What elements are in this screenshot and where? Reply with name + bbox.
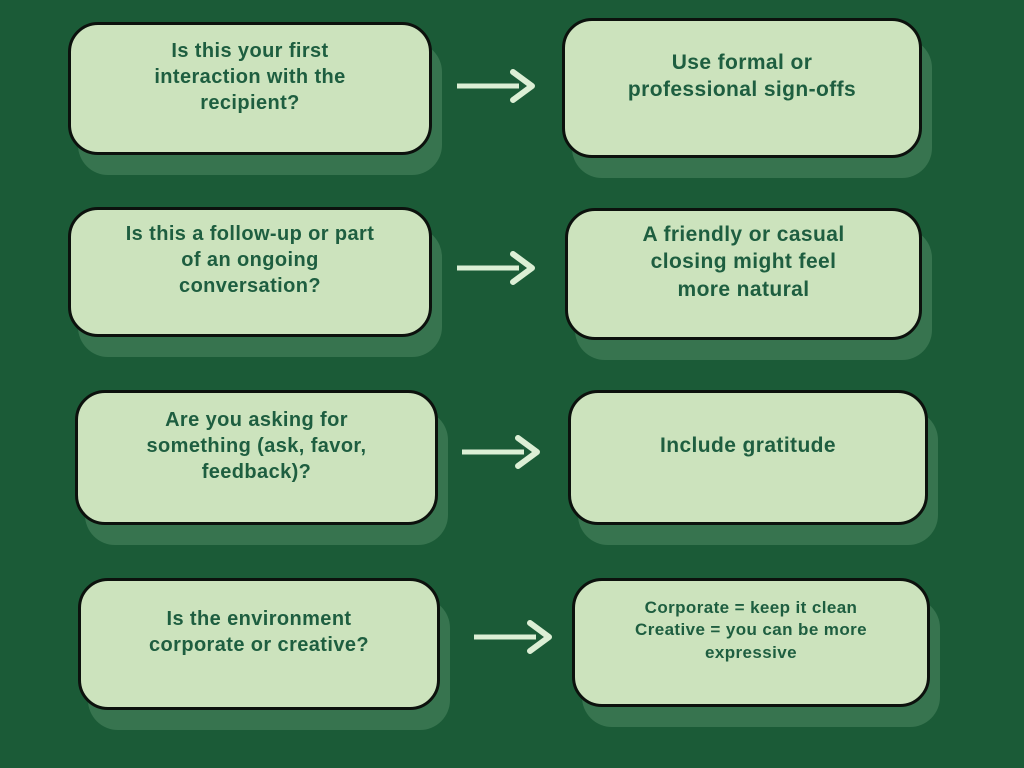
question-box-asking-for-something: Are you asking for something (ask, favor… <box>75 390 438 525</box>
answer-text-line: expressive <box>705 642 797 662</box>
question-text-line: corporate or creative? <box>149 634 369 656</box>
question-text-line: of an ongoing <box>181 249 319 271</box>
question-text-line: recipient? <box>200 91 300 114</box>
question-text-line: Are you asking for <box>165 408 348 431</box>
answer-text-line: closing might feel <box>650 250 837 274</box>
question-box-follow-up: Is this a follow-up or part of an ongoin… <box>68 207 432 337</box>
question-text-line: feedback)? <box>201 460 312 483</box>
right-arrow-icon <box>458 432 543 472</box>
question-text-line: Is this a follow-up or part <box>125 223 375 245</box>
answer-text-line: more natural <box>677 277 810 301</box>
right-arrow-icon <box>453 248 538 288</box>
answer-text-line: professional sign-offs <box>627 78 857 101</box>
answer-box-corporate-creative: Corporate = keep it clean Creative = you… <box>572 578 930 707</box>
question-text-line: conversation? <box>179 275 321 297</box>
question-text-line: Is this your first <box>171 39 329 62</box>
question-box-environment: Is the environment corporate or creative… <box>78 578 440 710</box>
answer-text-line: Creative = you can be more <box>635 620 867 640</box>
question-text-line: interaction with the <box>154 65 346 88</box>
right-arrow-icon <box>470 617 555 657</box>
question-text-line: something (ask, favor, <box>146 434 367 457</box>
right-arrow-icon <box>453 66 538 106</box>
answer-box-formal-signoffs: Use formal or professional sign-offs <box>562 18 922 158</box>
answer-box-casual-closing: A friendly or casual closing might feel … <box>565 208 922 340</box>
answer-text-line: Corporate = keep it clean <box>644 598 858 618</box>
question-box-first-interaction: Is this your first interaction with the … <box>68 22 432 155</box>
answer-box-include-gratitude: Include gratitude <box>568 390 928 525</box>
answer-text-line: Include gratitude <box>660 433 836 457</box>
question-text-line: Is the environment <box>166 608 352 630</box>
answer-text-line: A friendly or casual <box>642 223 845 247</box>
answer-text-line: Use formal or <box>671 50 813 74</box>
